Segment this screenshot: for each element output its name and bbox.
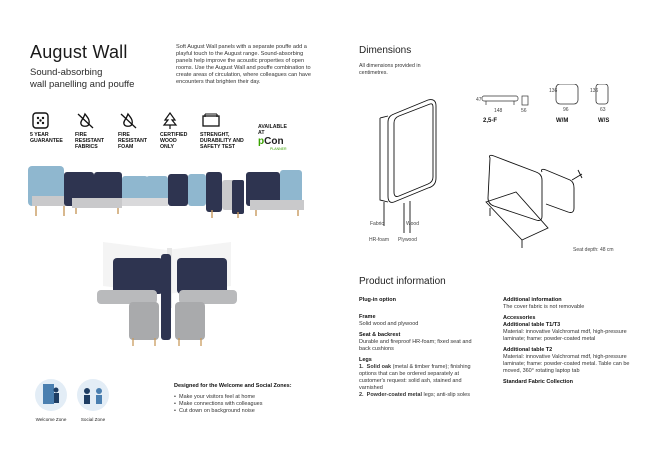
subtitle-line1: Sound-absorbing [30, 67, 103, 78]
perspective-drawing [485, 154, 583, 248]
panel [177, 258, 227, 294]
social-zone-icon [77, 379, 109, 411]
flame-icon [120, 112, 137, 129]
intro-text: Soft August Wall panels with a separate … [176, 44, 311, 85]
product-photo-panels [28, 166, 304, 218]
page-title: August Wall [30, 42, 128, 62]
product-photo-star [97, 242, 237, 346]
panel [246, 172, 280, 206]
subtitle: Sound-absorbing wall panelling and pouff… [30, 67, 170, 91]
panel [280, 170, 302, 206]
panel [113, 258, 163, 294]
panel [146, 176, 168, 204]
designed-for: Designed for the Welcome and Social Zone… [174, 383, 294, 415]
product-info-col2: Additional information The cover fabric … [503, 297, 630, 385]
panel-technical-drawing [379, 99, 437, 233]
bench [175, 302, 205, 340]
seat-depth: Seat depth: 48 cm [573, 247, 614, 253]
callout-plywood: Plywood [398, 237, 417, 243]
dim-name-ws: W/S [598, 118, 610, 124]
panel [206, 172, 222, 212]
dimensions-note: All dimensions provided in centimetres. [359, 63, 421, 76]
bench [97, 290, 157, 304]
wm-panel [555, 84, 579, 105]
bench [122, 198, 168, 206]
bench [250, 200, 304, 210]
pefc-tree-icon [162, 112, 178, 129]
flame-icon [77, 112, 94, 129]
panel [94, 172, 122, 206]
bench-side [481, 95, 519, 102]
dimensions-title: Dimensions [359, 45, 412, 56]
panel [122, 176, 148, 204]
callout-hr-foam: HR-foam [369, 237, 390, 243]
product-info-title: Product information [359, 276, 446, 287]
list-item: Make your visitors feel at home [174, 394, 294, 401]
guarantee-icon [32, 112, 49, 129]
panel [168, 174, 188, 206]
bench [179, 290, 237, 304]
bench [129, 302, 159, 340]
product-info-col1: Plug-in option Frame Solid wood and plyw… [359, 297, 472, 398]
panel [188, 174, 206, 206]
zone-welcome: Welcome Zone [34, 378, 71, 422]
panel [161, 254, 171, 340]
list-item: Cut down on background noise [174, 408, 294, 415]
test-icon [202, 113, 220, 127]
panel [64, 172, 94, 206]
designed-title: Designed for the Welcome and Social Zone… [174, 383, 292, 389]
designed-list: Make your visitors feel at home Make con… [174, 394, 294, 415]
list-item: Make connections with colleagues [174, 401, 294, 408]
ws-panel [595, 84, 609, 105]
dimension-drawings [481, 84, 609, 106]
dim-name-bench: 2,5-F [483, 118, 498, 124]
zone-social: Social Zone [76, 378, 113, 422]
subtitle-line2: wall panelling and pouffe [30, 79, 135, 90]
callout-fabric: Fabric [370, 221, 384, 227]
bench [72, 198, 122, 208]
dim-name-wm: W/M [556, 118, 569, 124]
pcon-logo: pCon [258, 136, 284, 147]
callout-wood: Wood [406, 221, 419, 227]
panel [232, 180, 244, 214]
welcome-zone-icon [35, 379, 67, 411]
bench-end [521, 95, 529, 106]
